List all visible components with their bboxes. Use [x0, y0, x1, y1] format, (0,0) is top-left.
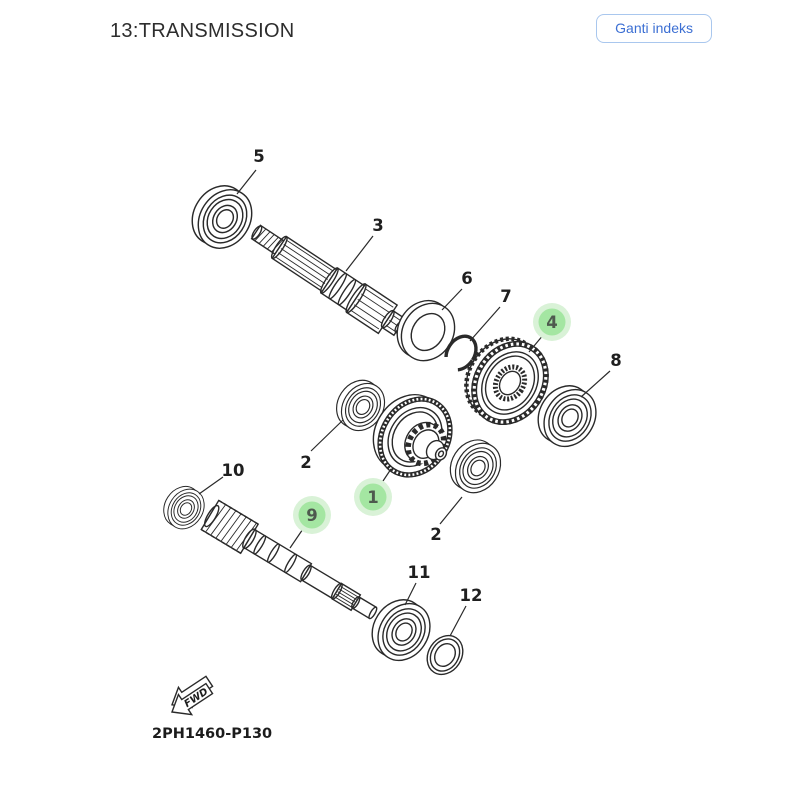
svg-text:9: 9	[306, 506, 317, 525]
svg-text:11: 11	[408, 563, 431, 582]
leader-line	[580, 370, 611, 398]
callout-9-highlighted[interactable]: 9	[289, 496, 331, 549]
page-header: 13:TRANSMISSION Ganti indeks	[0, 0, 800, 44]
leader-line	[198, 476, 224, 495]
svg-text:7: 7	[500, 287, 511, 306]
svg-text:6: 6	[461, 269, 472, 288]
svg-text:5: 5	[253, 147, 264, 166]
callout-2-right[interactable]: 2	[430, 496, 463, 544]
callout-6[interactable]: 6	[441, 269, 473, 311]
leader-line	[439, 496, 463, 525]
callout-8[interactable]: 8	[580, 351, 622, 398]
callout-11[interactable]: 11	[404, 563, 431, 606]
part-gear-1	[372, 394, 453, 478]
highlight-circle	[538, 308, 566, 336]
leader-line	[345, 235, 374, 272]
leader-line	[441, 288, 463, 311]
callout-12[interactable]: 12	[449, 586, 483, 637]
svg-text:12: 12	[460, 586, 483, 605]
part-bearing-2-right	[440, 430, 511, 502]
svg-text:8: 8	[610, 351, 621, 370]
part-gear-4	[464, 336, 549, 426]
part-bearing-5	[180, 174, 264, 260]
callout-5[interactable]: 5	[236, 147, 265, 195]
page-title: 13:TRANSMISSION	[110, 20, 295, 42]
part-drive-axle-9	[200, 499, 378, 620]
svg-text:3: 3	[372, 216, 383, 235]
svg-text:2: 2	[300, 453, 311, 472]
fwd-direction-arrow: FWD	[171, 675, 214, 716]
svg-text:10: 10	[222, 461, 245, 480]
callout-4-highlighted[interactable]: 4	[528, 303, 571, 353]
highlight-circle	[359, 483, 387, 511]
svg-text:1: 1	[367, 488, 378, 507]
part-washer-6	[396, 299, 456, 362]
leader-line	[404, 582, 417, 606]
drawing-code: 2PH1460-P130	[152, 726, 272, 742]
callout-2-left[interactable]: 2	[300, 419, 344, 472]
callout-3[interactable]: 3	[345, 216, 384, 272]
leader-line	[449, 605, 467, 637]
part-oil-seal-12	[426, 634, 464, 676]
callout-1-highlighted[interactable]: 1	[354, 468, 392, 516]
highlight-circle	[298, 501, 326, 529]
change-index-button[interactable]: Ganti indeks	[596, 14, 712, 44]
svg-text:4: 4	[546, 313, 557, 332]
callout-7[interactable]: 7	[469, 287, 512, 342]
leader-line	[310, 419, 344, 452]
part-circlip-7	[444, 334, 478, 372]
callout-10[interactable]: 10	[198, 461, 245, 495]
part-main-axle-3	[250, 224, 416, 342]
svg-text:2: 2	[430, 525, 441, 544]
leader-line	[236, 169, 257, 195]
leader-line	[469, 306, 501, 342]
